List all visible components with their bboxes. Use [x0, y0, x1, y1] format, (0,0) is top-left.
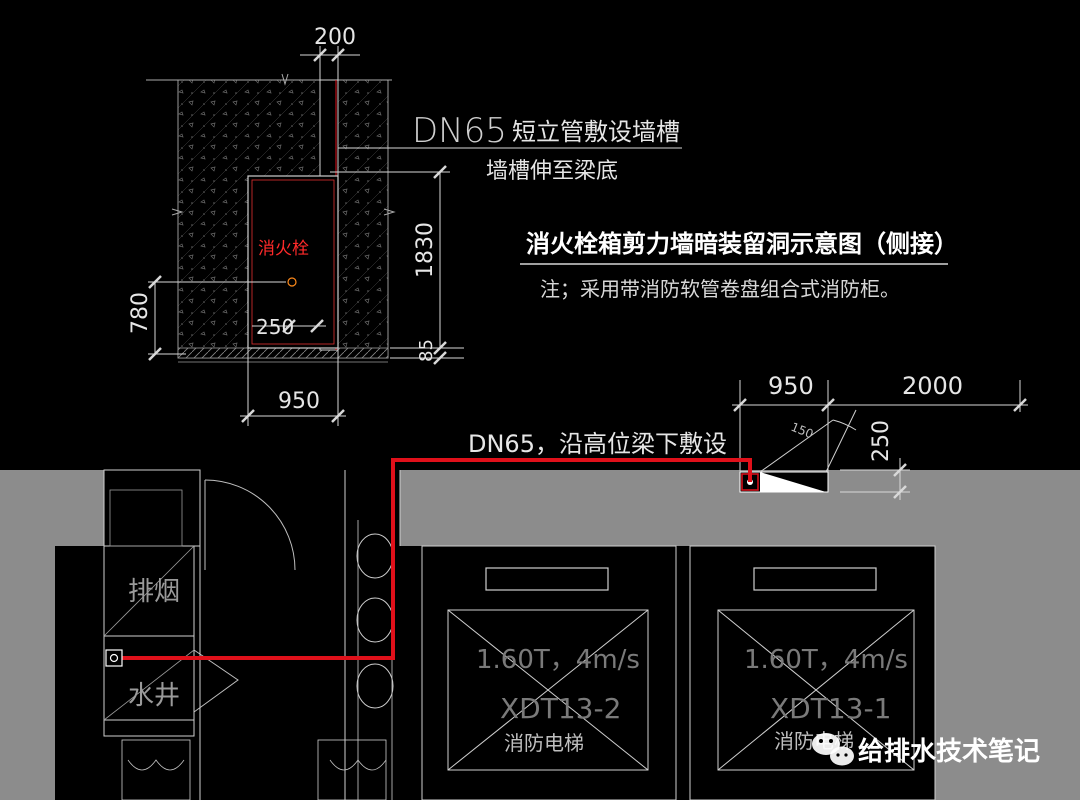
elevator-xdt13-2: 1.60T，4m/s XDT13-2 消防电梯	[421, 545, 677, 800]
elevator-spec-1: 1.60T，4m/s	[744, 645, 908, 675]
shaft-smoke-label: 排烟	[128, 577, 180, 607]
elevator-name-2: 消防电梯	[504, 731, 584, 755]
door-swing-label: 150	[789, 420, 815, 442]
title-note: 注；采用带消防软管卷盘组合式消防柜。	[540, 277, 900, 301]
dim-plan-run: 2000	[902, 372, 963, 400]
dim-floor: 85	[416, 339, 437, 362]
drawing-title: 消火栓箱剪力墙暗装留洞示意图（侧接） 注；采用带消防软管卷盘组合式消防柜。	[520, 230, 958, 301]
elevator-xdt13-1: 1.60T，4m/s XDT13-1 消防电梯	[689, 545, 936, 800]
slot-note-label: 墙槽伸至梁底	[486, 159, 618, 184]
plan-dimensions	[732, 380, 1028, 500]
shaft-water-label: 水井	[128, 681, 180, 711]
pipe-desc-label: 短立管敷设墙槽	[512, 118, 680, 146]
dn65-pipe-route	[105, 458, 752, 667]
wall-section: 消火栓	[146, 73, 396, 363]
dim-cabinet-width: 950	[278, 389, 320, 414]
dim-cabinet-height: 1830	[413, 222, 438, 278]
elevator-code-1: XDT13-1	[770, 692, 891, 725]
section-dimensions	[148, 46, 682, 426]
watermark-text: 给排水技术笔记	[858, 736, 1040, 767]
hydrant-box-label: 消火栓	[258, 239, 309, 259]
dim-plan-depth: 250	[869, 420, 894, 462]
section-dimension-labels: 200 DN65 短立管敷设墙槽 墙槽伸至梁底 1830 780 250 85 …	[128, 25, 680, 414]
pipe-route-label: DN65，沿高位梁下敷设	[468, 430, 727, 458]
dim-slot-width: 200	[314, 25, 356, 50]
watermark: 给排水技术笔记	[812, 733, 1040, 767]
plan-walls: 排烟 水井	[0, 469, 1080, 800]
plan-hydrant-cabinet: 150	[739, 409, 857, 493]
dim-side-offset: 250	[256, 315, 294, 339]
dim-sill-height: 780	[128, 292, 153, 334]
dim-plan-box-width: 950	[768, 372, 814, 400]
elevator-code-2: XDT13-2	[500, 692, 621, 725]
pipe-size-label: DN65	[412, 111, 507, 151]
plan-dimension-labels: 950 2000 250 DN65，沿高位梁下敷设	[468, 372, 963, 462]
title-main: 消火栓箱剪力墙暗装留洞示意图（侧接）	[526, 230, 958, 258]
wechat-icon	[812, 733, 854, 766]
elevator-spec-2: 1.60T，4m/s	[476, 645, 640, 675]
